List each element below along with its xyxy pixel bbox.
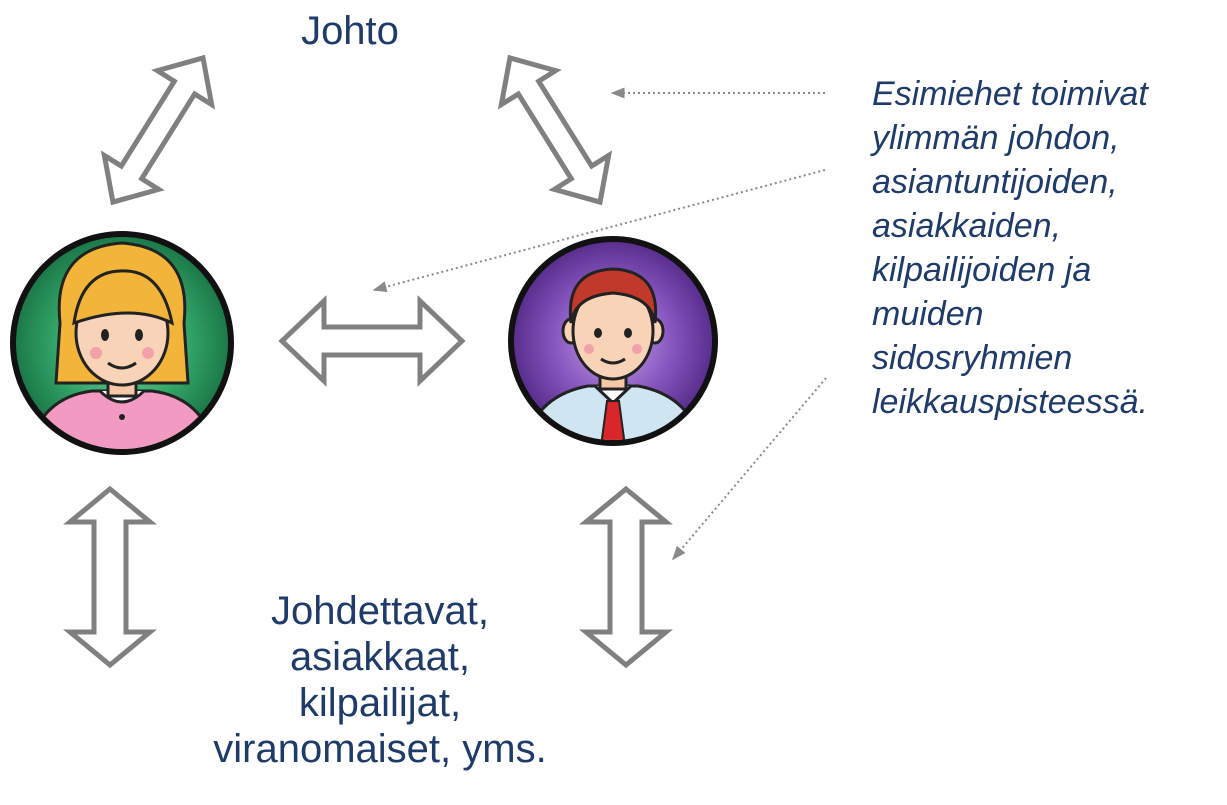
note-line: Esimiehet toimivat	[872, 75, 1148, 113]
note-line: muiden	[872, 295, 984, 333]
note-text: Esimiehet toimivat ylimmän johdon, asian…	[872, 72, 1227, 424]
arrow-left-up	[100, 54, 216, 206]
stakeholders-label-line: kilpailijat,	[298, 681, 462, 725]
arrow-right-up	[497, 54, 613, 206]
stakeholders-label-line: viranomaiset, yms.	[213, 727, 547, 771]
note-line: sidosryhmien	[872, 339, 1073, 377]
management-label: Johto	[301, 9, 399, 53]
arrow-right-down	[579, 485, 673, 669]
stakeholders-label: Johdettavat, asiakkaat, kilpailijat, vir…	[150, 588, 610, 772]
man-avatar-icon	[508, 236, 718, 446]
note-line: ylimmän johdon,	[872, 119, 1120, 157]
stakeholders-label-line: asiakkaat,	[289, 635, 471, 679]
stakeholders-label-line: Johdettavat,	[271, 589, 489, 633]
note-connectors	[372, 87, 827, 561]
note-line: asiakkaiden,	[872, 207, 1062, 245]
double-arrows	[63, 54, 673, 669]
note-line: asiantuntijoiden,	[872, 163, 1118, 201]
arrow-horizontal	[278, 295, 466, 387]
note-line: kilpailijoiden ja	[872, 251, 1092, 289]
note-line: leikkauspisteessä.	[872, 383, 1148, 421]
arrow-left-down	[63, 485, 157, 669]
woman-avatar-icon	[10, 231, 234, 455]
